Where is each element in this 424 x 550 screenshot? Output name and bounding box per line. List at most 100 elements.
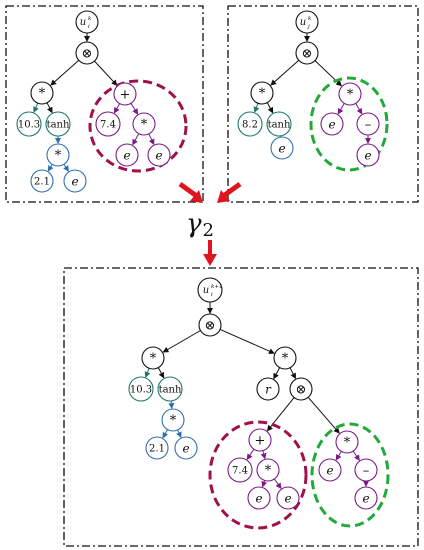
node-r-eg2: e <box>356 143 380 167</box>
node-circle <box>197 277 223 303</box>
edge-r-otimes-r-mul <box>270 59 300 86</box>
edge-l-mul-l-tanh <box>46 102 53 114</box>
node-r-e: e <box>270 136 294 160</box>
node-r-otimes: ⊗ <box>295 41 319 65</box>
node-label: e <box>182 441 189 455</box>
node-label: e <box>255 491 262 505</box>
red-arrow-right <box>220 181 242 200</box>
node-label: 2.1 <box>34 177 50 188</box>
red-arrow-left-head <box>190 190 203 203</box>
node-l-otimes: ⊗ <box>75 41 99 65</box>
node-label: e <box>123 148 130 162</box>
node-circle <box>132 112 156 136</box>
node-label: ⊗ <box>302 47 313 62</box>
node-c-mul: * <box>141 346 165 370</box>
edge-c-otimes-c-mulr <box>219 328 275 354</box>
edge-c-mulr-c-r <box>273 367 281 380</box>
node-label: * <box>141 118 148 133</box>
right-tree-frame <box>227 5 419 203</box>
node-circle <box>174 436 198 460</box>
node-label: 2.1 <box>149 444 165 455</box>
node-circle <box>318 458 342 482</box>
node-l-tanh: tanh <box>45 111 71 137</box>
node-circle <box>161 408 185 432</box>
node-r-minus: – <box>356 112 380 136</box>
node-circle <box>247 486 271 510</box>
edge-c-mulr-c-otimes2 <box>289 367 296 380</box>
node-r-tanh: tanh <box>266 111 292 137</box>
highlight-result-crimson-subtree <box>208 420 308 530</box>
edge-c-otimes2-c-mulg <box>307 396 340 434</box>
node-label: + <box>255 434 266 449</box>
node-label: * <box>265 464 272 479</box>
node-c-plus: + <box>248 428 272 452</box>
node-label: u <box>300 17 306 28</box>
edge-c-mul-c-tanh <box>157 367 165 379</box>
node-circle <box>141 346 165 370</box>
node-label: e <box>278 141 285 155</box>
edge-l-mulp-l-e1 <box>132 133 140 146</box>
node-circle <box>250 81 274 105</box>
node-circle <box>75 41 99 65</box>
edge-l-otimes-l-mul <box>50 59 80 86</box>
node-label: * <box>55 149 62 164</box>
red-arrow-left <box>178 181 200 200</box>
node-l-74: 7.4 <box>95 111 121 137</box>
node-label: 10.3 <box>130 385 152 396</box>
node-circle <box>128 376 154 402</box>
edge-r-otimes-r-mulp <box>314 60 343 87</box>
edge-c-mul2-c-e <box>176 429 182 439</box>
node-label: * <box>170 414 177 429</box>
node-r-82: 8.2 <box>237 111 263 137</box>
node-circle <box>147 143 171 167</box>
node-c-eg: e <box>318 458 342 482</box>
node-label: * <box>344 436 351 451</box>
node-label: u <box>80 17 86 28</box>
edge-r-mul-r-82 <box>253 103 260 113</box>
highlight-right-subtree <box>309 76 389 172</box>
edge-l-mul2-l-21 <box>47 164 54 172</box>
node-circle <box>113 82 137 106</box>
node-label: * <box>150 352 157 367</box>
node-circle <box>256 377 280 401</box>
node-label: – <box>365 118 372 133</box>
node-label-sup: k <box>88 16 92 22</box>
node-c-r: r <box>256 377 280 401</box>
node-circle <box>295 41 319 65</box>
node-c-103: 10.3 <box>128 376 154 402</box>
edge-l-plus-l-74 <box>113 103 121 114</box>
edge-l-plus-l-mulp <box>130 103 139 115</box>
node-c-e1: e <box>247 486 271 510</box>
node-l-e2: e <box>147 143 171 167</box>
node-l-e: e <box>63 169 87 193</box>
left-tree-frame <box>5 5 204 203</box>
result-tree-frame <box>63 267 419 547</box>
node-r-mulp: * <box>338 82 362 106</box>
node-circle <box>354 458 378 482</box>
merge-arrows <box>178 181 242 266</box>
node-circle <box>46 143 70 167</box>
node-c-mulr: * <box>273 346 297 370</box>
node-label: * <box>39 87 46 102</box>
node-label: e <box>71 174 78 188</box>
node-label: – <box>363 464 370 479</box>
node-circle <box>276 486 300 510</box>
edge-c-mul2-c-21 <box>162 429 169 439</box>
edge-l-mulp-l-e2 <box>148 133 155 146</box>
node-label: e <box>284 491 291 505</box>
node-label: tanh <box>47 120 70 131</box>
node-c-e: e <box>174 436 198 460</box>
edge-c-otimes2-c-plus <box>266 397 295 432</box>
node-c-eg2: e <box>354 486 378 510</box>
node-label: e <box>364 148 371 162</box>
node-circle <box>320 112 344 136</box>
edge-c-otimes-c-mul <box>162 330 201 353</box>
node-c-minus: – <box>354 458 378 482</box>
node-label: e <box>326 463 333 477</box>
node-label-sup: k <box>308 16 312 22</box>
edge-l-otimes-l-plus <box>94 60 118 86</box>
node-label: e <box>155 148 162 162</box>
node-c-otimes2: ⊗ <box>289 377 313 401</box>
